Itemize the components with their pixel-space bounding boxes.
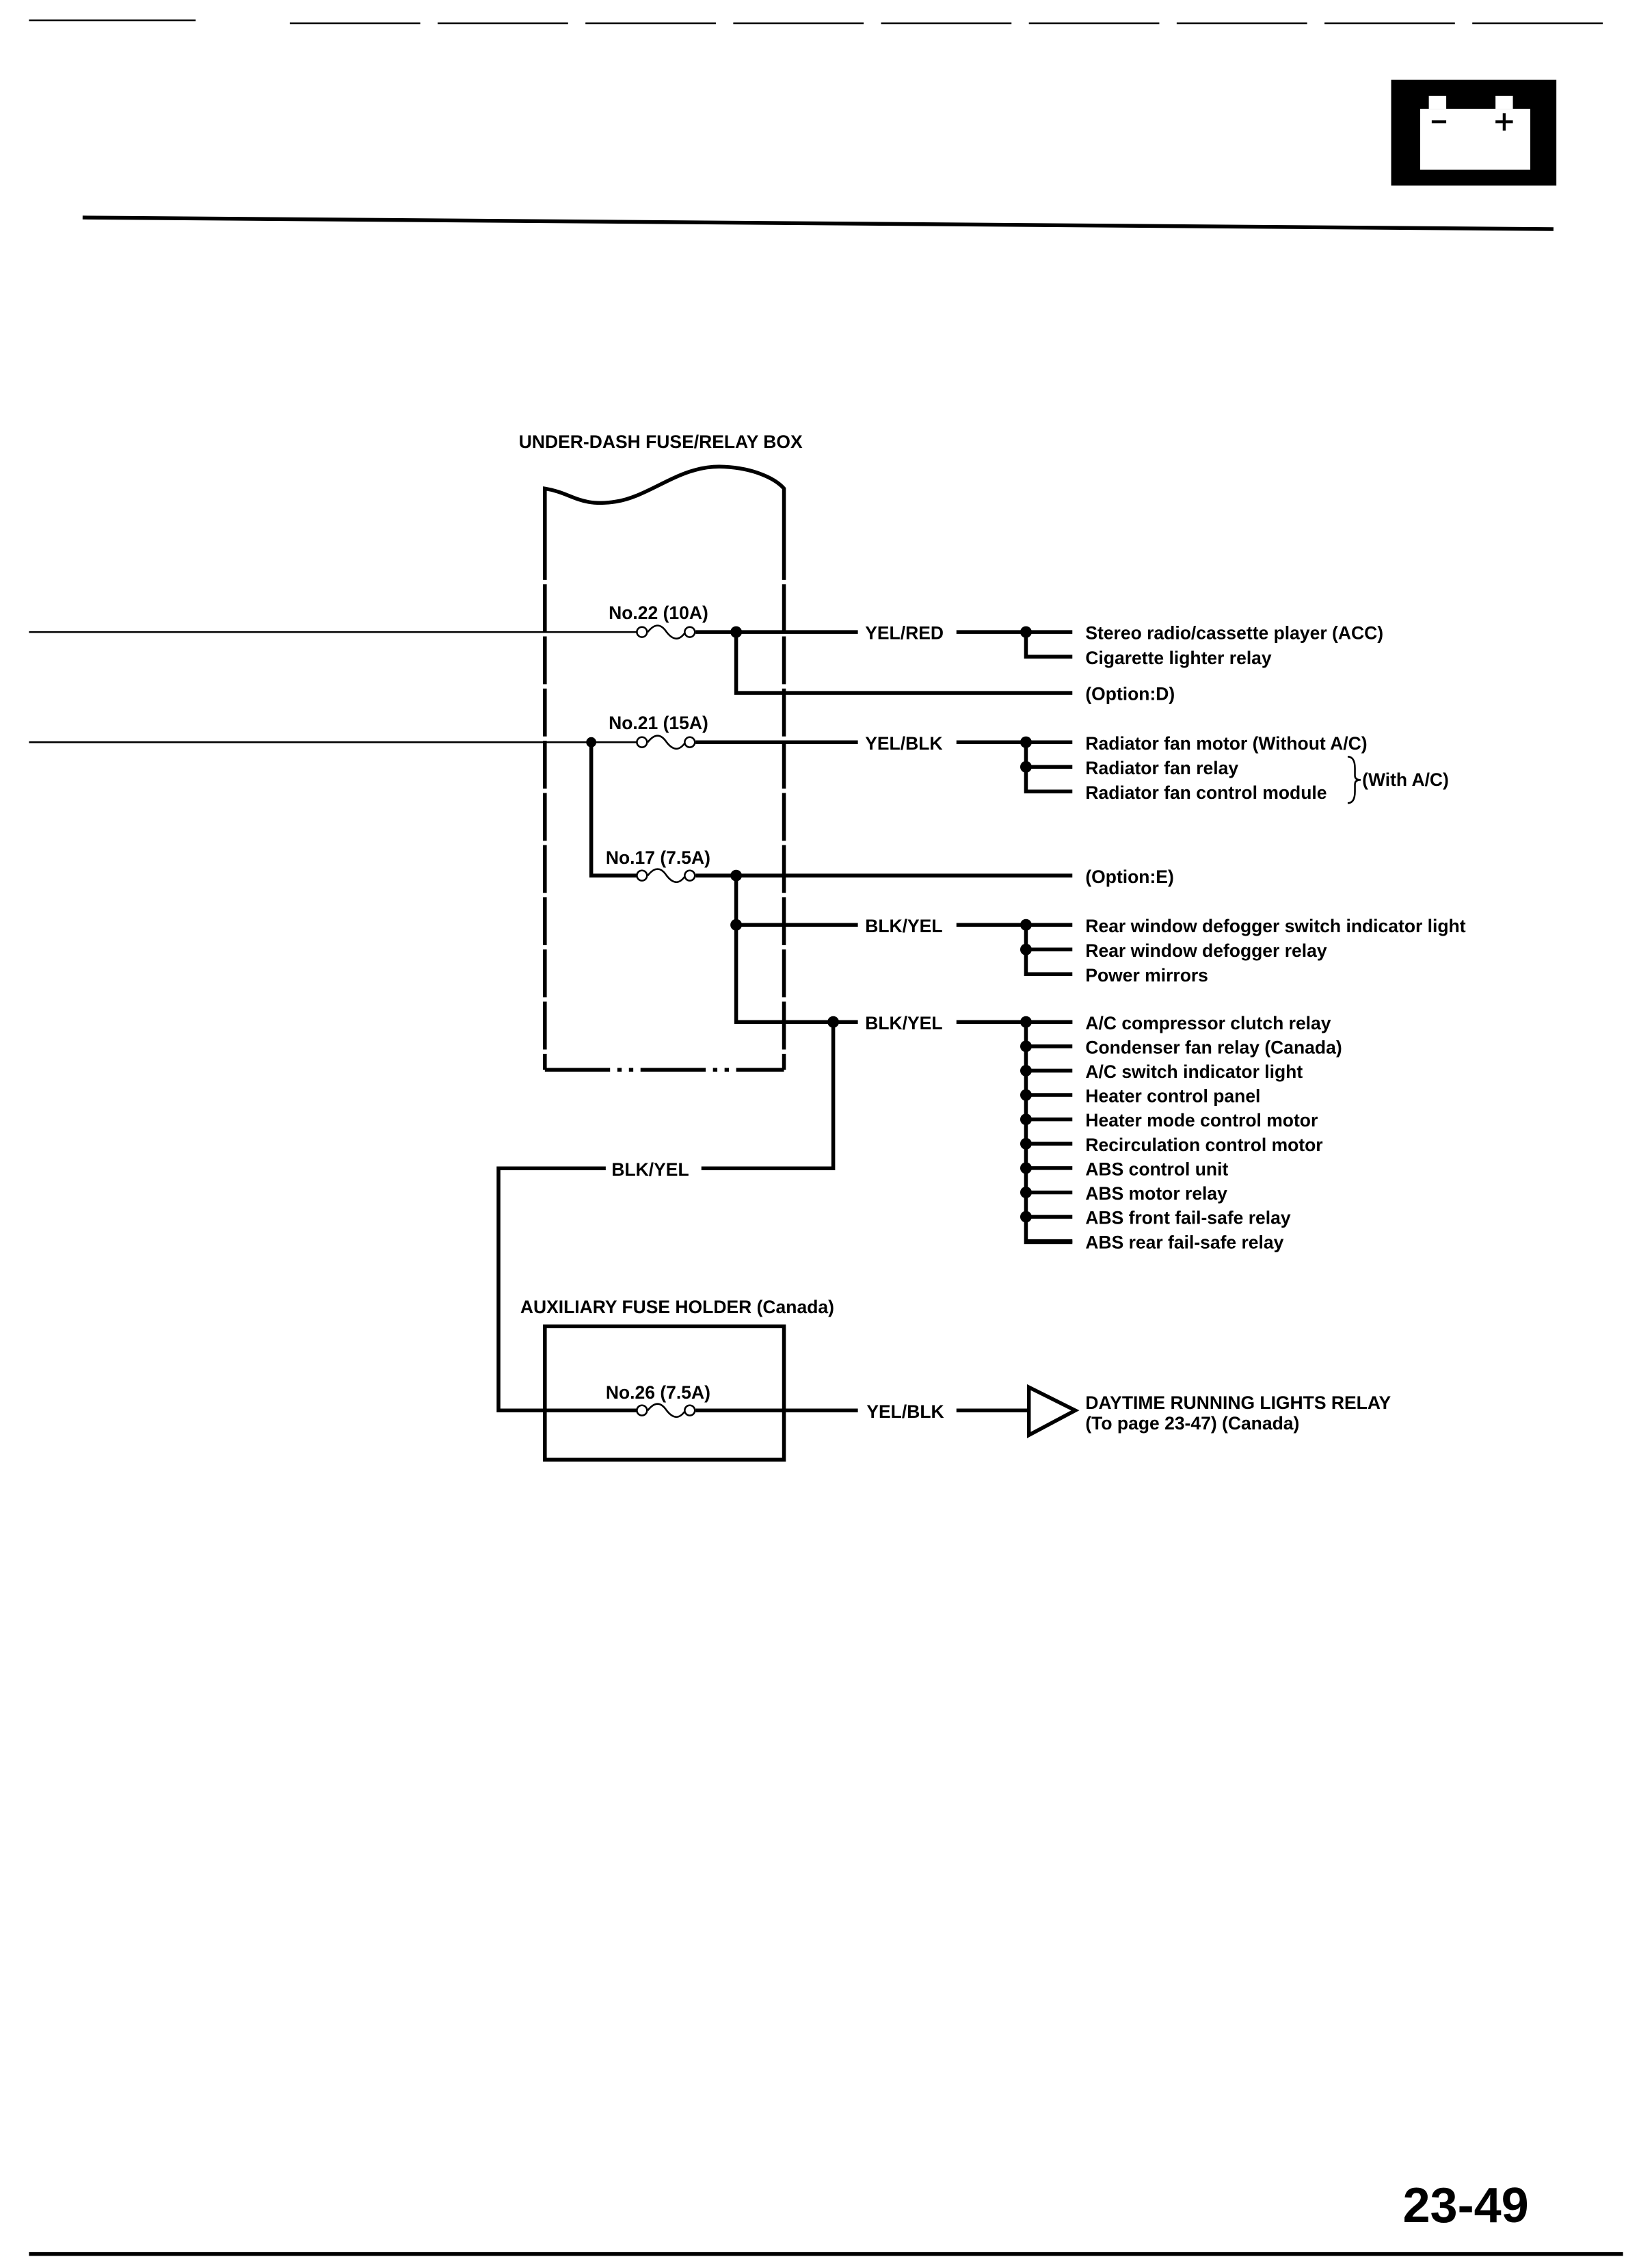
option-e-label: (Option:E) xyxy=(1085,867,1173,887)
component-label: Heater control panel xyxy=(1085,1086,1260,1107)
component-label: ABS front fail-safe relay xyxy=(1085,1208,1291,1228)
destination-line-2: (To page 23-47) (Canada) xyxy=(1085,1413,1299,1434)
component-label: ABS motor relay xyxy=(1085,1183,1227,1204)
component-label: Recirculation control motor xyxy=(1085,1135,1322,1155)
component-list-blk-yel-1: Rear window defogger switch indicator li… xyxy=(1085,916,1465,986)
wire-label-feed: BLK/YEL xyxy=(611,1159,689,1180)
wire-label-blk-yel-2: BLK/YEL xyxy=(865,1013,942,1033)
component-label: Cigarette lighter relay xyxy=(1085,648,1272,668)
component-label: Power mirrors xyxy=(1085,965,1208,986)
wire-label-blk-yel-1: BLK/YEL xyxy=(865,916,942,936)
with-ac-note: (With A/C) xyxy=(1362,769,1449,790)
wire-label-yel-red: YEL/RED xyxy=(865,623,944,644)
fuse-22-label: No.22 (10A) xyxy=(609,603,708,623)
fuse-symbols xyxy=(636,624,696,1418)
option-d-label: (Option:D) xyxy=(1085,684,1175,704)
page-number: 23-49 xyxy=(1402,2178,1528,2233)
component-label: Rear window defogger switch indicator li… xyxy=(1085,916,1465,936)
under-dash-box-outline xyxy=(542,464,786,1072)
destination-line-1: DAYTIME RUNNING LIGHTS RELAY xyxy=(1085,1393,1391,1413)
aux-box-title: AUXILIARY FUSE HOLDER (Canada) xyxy=(520,1297,834,1317)
component-label: Condenser fan relay (Canada) xyxy=(1085,1037,1342,1057)
component-label: ABS rear fail-safe relay xyxy=(1085,1232,1283,1252)
connector-arrow-icon xyxy=(1026,1384,1080,1438)
under-dash-box-title: UNDER-DASH FUSE/RELAY BOX xyxy=(519,432,803,452)
component-label: Radiator fan control module xyxy=(1085,782,1327,803)
component-label: Radiator fan relay xyxy=(1085,758,1238,778)
component-list-yel-blk: Radiator fan motor (Without A/C) Radiator… xyxy=(1085,733,1367,803)
component-label: Radiator fan motor (Without A/C) xyxy=(1085,733,1367,754)
component-label: A/C compressor clutch relay xyxy=(1085,1013,1331,1033)
component-list-yel-red: Stereo radio/cassette player (ACC) Cigare… xyxy=(1085,623,1383,668)
fuse-17-label: No.17 (7.5A) xyxy=(606,847,710,868)
header-rules xyxy=(29,19,1623,2256)
aux-box-outline xyxy=(543,1324,786,1462)
with-ac-bracket xyxy=(1347,756,1361,804)
junction-dots xyxy=(586,626,1032,1028)
component-label: ABS control unit xyxy=(1085,1159,1228,1179)
component-label: Stereo radio/cassette player (ACC) xyxy=(1085,623,1383,644)
wire-label-yel-blk: YEL/BLK xyxy=(865,733,942,754)
component-label: Rear window defogger relay xyxy=(1085,940,1327,961)
wire-label-aux: YEL/BLK xyxy=(866,1401,944,1422)
battery-icon xyxy=(1391,79,1557,186)
fuse-26-label: No.26 (7.5A) xyxy=(606,1382,710,1403)
component-label: A/C switch indicator light xyxy=(1085,1061,1303,1082)
fuse-21-label: No.21 (15A) xyxy=(609,713,708,733)
component-label: Heater mode control motor xyxy=(1085,1110,1318,1131)
